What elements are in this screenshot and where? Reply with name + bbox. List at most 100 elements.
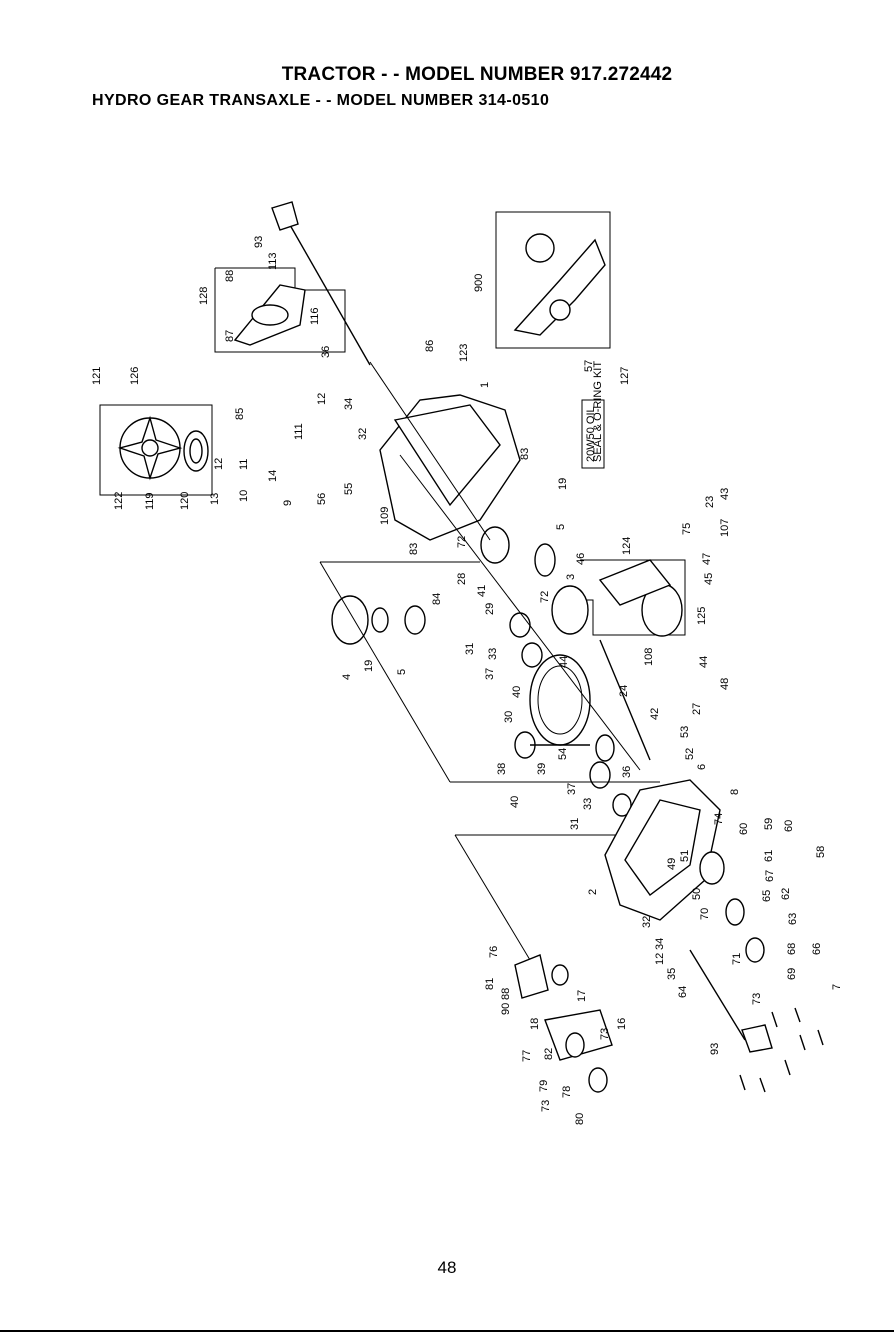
svg-text:85: 85 [234,408,246,420]
svg-text:4: 4 [341,674,353,680]
svg-text:23: 23 [704,496,716,508]
svg-text:77: 77 [521,1050,533,1062]
svg-text:19: 19 [363,660,375,672]
svg-text:5: 5 [396,669,408,675]
svg-text:46: 46 [575,553,587,565]
svg-text:38: 38 [496,763,508,775]
svg-text:1: 1 [479,382,491,388]
svg-text:13: 13 [209,493,221,505]
svg-text:57: 57 [583,360,595,372]
svg-text:119: 119 [144,492,156,510]
bolt-hardware [739,1007,824,1093]
svg-text:33: 33 [582,798,594,810]
svg-text:70: 70 [699,908,711,920]
svg-text:60: 60 [783,820,795,832]
svg-text:126: 126 [129,367,141,385]
svg-text:36: 36 [621,766,633,778]
page-title: TRACTOR - - MODEL NUMBER 917.272442 [281,64,673,85]
svg-text:75: 75 [681,523,693,535]
fan-assembly-inset [99,404,213,496]
svg-text:31: 31 [569,818,581,830]
svg-text:24: 24 [618,685,630,697]
svg-text:90: 90 [500,1003,512,1015]
svg-text:122: 122 [113,492,125,510]
svg-text:900: 900 [473,274,485,292]
svg-text:32: 32 [357,428,369,440]
svg-text:8: 8 [729,789,741,795]
svg-text:12: 12 [654,953,666,965]
center-block-inset [580,559,686,637]
svg-text:44: 44 [698,656,710,668]
svg-text:66: 66 [811,943,823,955]
svg-text:127: 127 [619,367,631,385]
bottom-rule [0,1330,894,1332]
svg-text:124: 124 [621,537,633,555]
svg-text:116: 116 [309,307,321,325]
svg-text:49: 49 [666,858,678,870]
svg-text:73: 73 [540,1100,552,1112]
svg-text:7: 7 [831,984,843,990]
svg-text:80: 80 [574,1113,586,1125]
svg-text:58: 58 [815,846,827,858]
svg-text:40: 40 [511,686,523,698]
svg-text:37: 37 [566,783,578,795]
svg-text:68: 68 [786,943,798,955]
svg-text:19: 19 [557,478,569,490]
svg-text:53: 53 [679,726,691,738]
svg-text:9: 9 [282,500,294,506]
svg-text:43: 43 [719,488,731,500]
svg-text:51: 51 [679,850,691,862]
oil-label: 20W50 OIL SEAL & O-RING KIT [581,361,605,469]
svg-text:6: 6 [696,764,708,770]
svg-text:34: 34 [343,398,355,410]
svg-text:2: 2 [587,889,599,895]
svg-text:17: 17 [576,990,588,1002]
svg-text:47: 47 [701,553,713,565]
svg-text:14: 14 [267,470,279,482]
svg-text:125: 125 [696,607,708,625]
svg-text:73: 73 [751,993,763,1005]
svg-text:55: 55 [343,483,355,495]
svg-text:88: 88 [500,988,512,1000]
svg-text:12: 12 [316,393,328,405]
svg-text:3: 3 [565,574,577,580]
svg-text:30: 30 [503,711,515,723]
svg-text:52: 52 [684,748,696,760]
svg-text:62: 62 [780,888,792,900]
svg-text:93: 93 [709,1043,721,1055]
svg-text:71: 71 [731,953,743,965]
page-number: 48 [437,1258,457,1277]
svg-text:27: 27 [691,703,703,715]
svg-text:50: 50 [691,888,703,900]
svg-text:12: 12 [213,458,225,470]
svg-text:107: 107 [719,519,731,537]
svg-text:109: 109 [379,507,391,525]
svg-text:111: 111 [293,423,305,440]
svg-text:SEAL & O-RING KIT: SEAL & O-RING KIT [592,361,604,462]
svg-text:44: 44 [558,656,570,668]
svg-text:83: 83 [408,543,420,555]
svg-text:28: 28 [456,573,468,585]
svg-text:67: 67 [764,870,776,882]
svg-text:56: 56 [316,493,328,505]
svg-text:123: 123 [458,344,470,362]
svg-text:54: 54 [557,748,569,760]
svg-text:76: 76 [488,946,500,958]
svg-text:64: 64 [677,986,689,998]
svg-text:35: 35 [666,968,678,980]
svg-text:31: 31 [464,643,476,655]
svg-text:16: 16 [616,1018,628,1030]
svg-text:78: 78 [561,1086,573,1098]
svg-text:48: 48 [719,678,731,690]
svg-text:72: 72 [539,591,551,603]
svg-text:39: 39 [536,763,548,775]
svg-text:108: 108 [643,648,655,666]
svg-text:36: 36 [320,346,332,358]
svg-text:11: 11 [238,459,250,470]
svg-text:73: 73 [599,1028,611,1040]
svg-text:61: 61 [763,850,775,862]
svg-text:81: 81 [484,978,496,990]
svg-text:128: 128 [198,287,210,305]
svg-text:82: 82 [543,1048,555,1060]
svg-text:113: 113 [267,252,279,270]
